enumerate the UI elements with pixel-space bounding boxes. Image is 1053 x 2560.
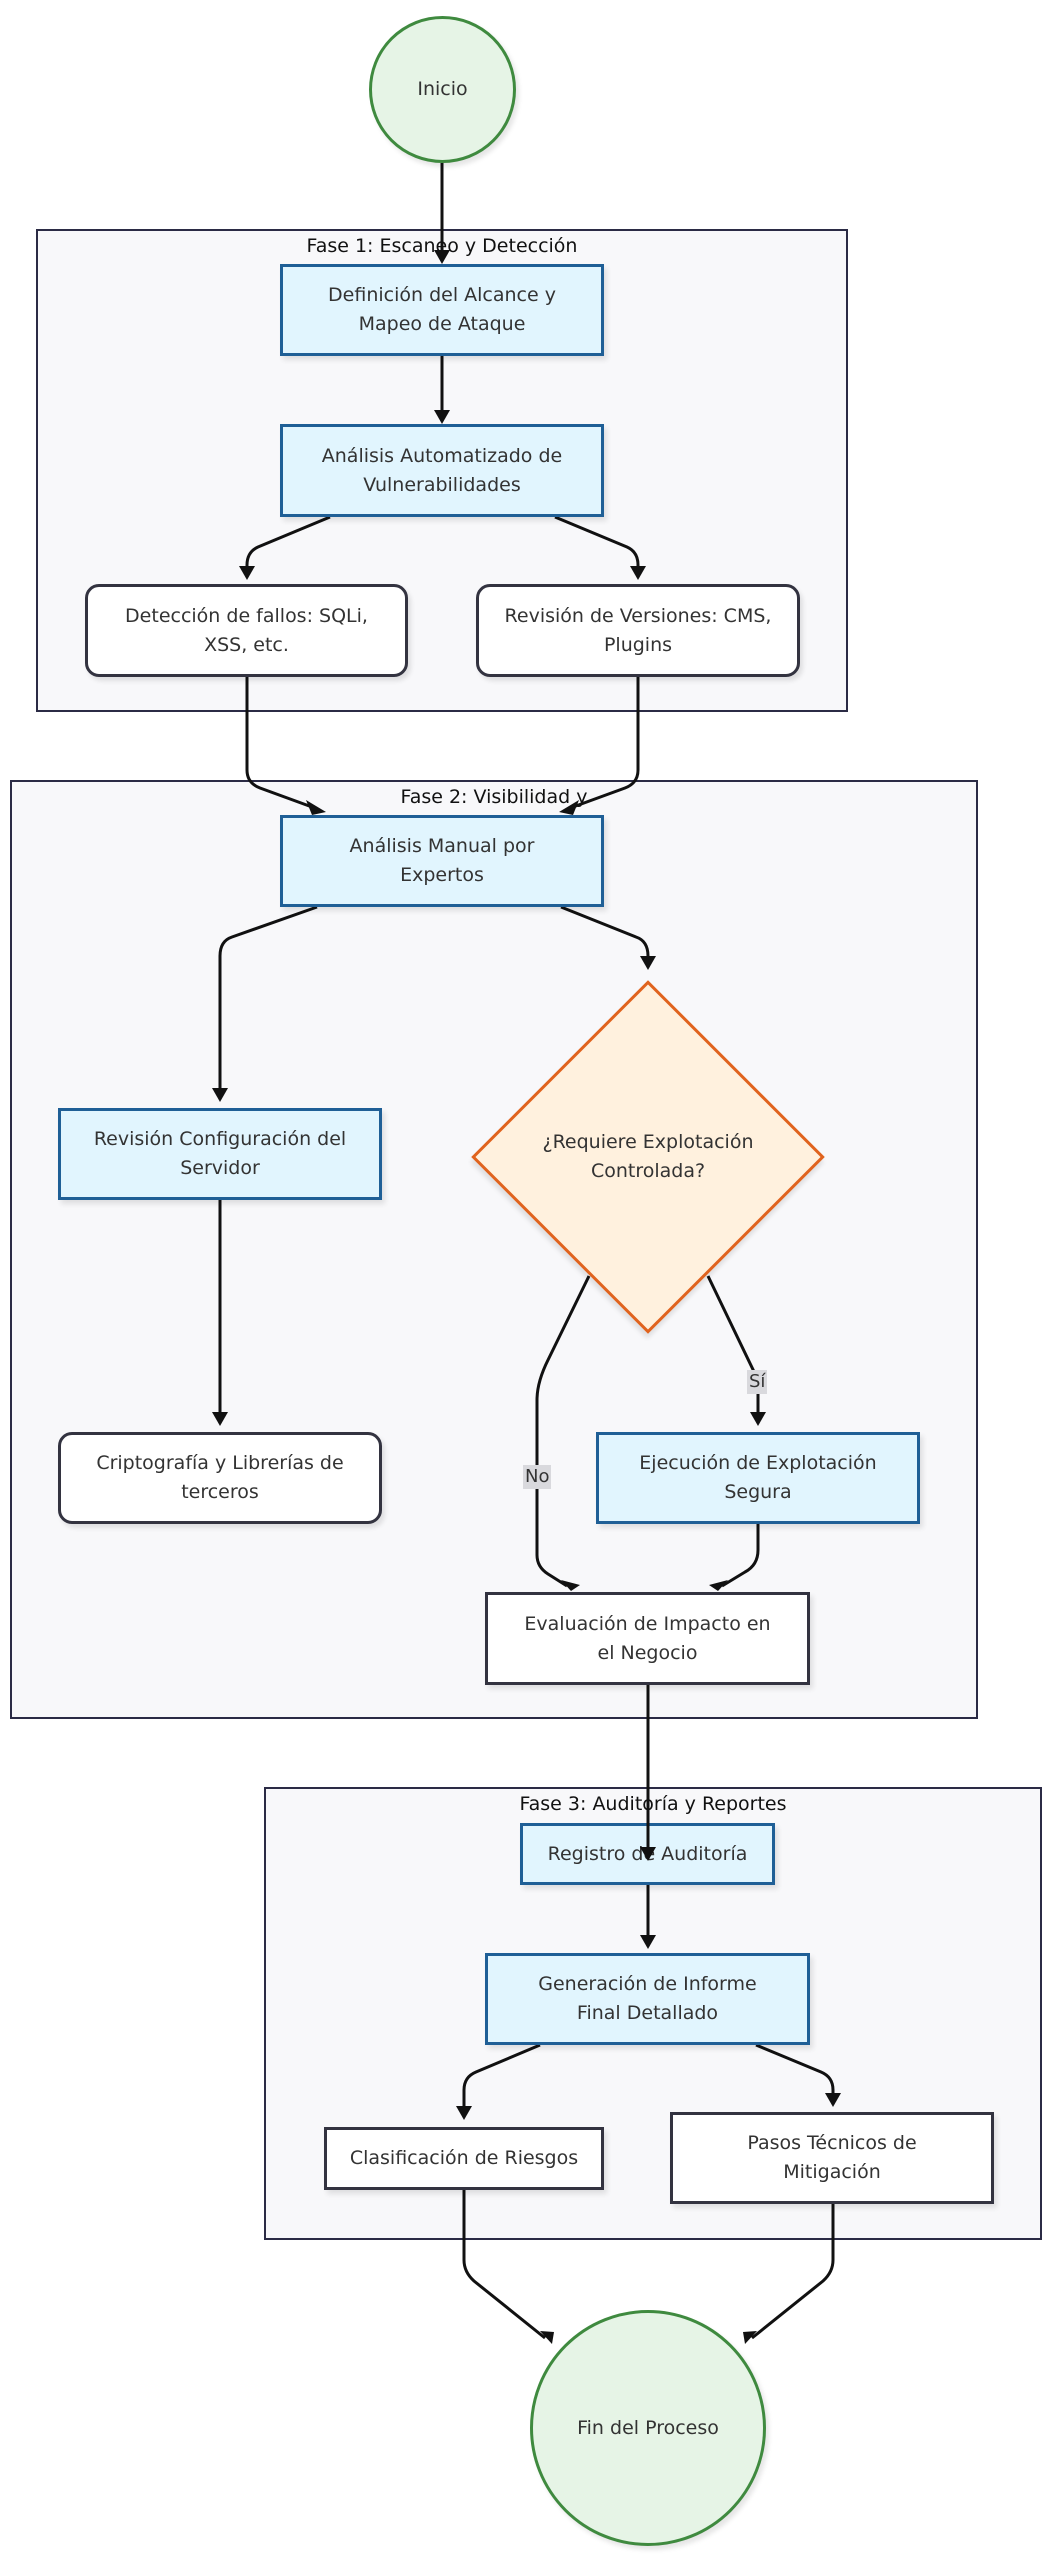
node-cryptography: Criptografía y Librerías de terceros	[58, 1432, 382, 1524]
phase-2-container: Fase 2: Visibilidad y	[10, 780, 978, 1719]
edge-label-no: No	[523, 1465, 552, 1489]
node-safe-exploitation: Ejecución de Explotación Segura	[596, 1432, 920, 1524]
arrowhead	[306, 800, 326, 815]
edge-informe-pasos	[755, 2043, 835, 2093]
node-mitigation-steps: Pasos Técnicos de Mitigación	[670, 2112, 994, 2204]
node-label-line: Segura	[724, 1481, 792, 1503]
node-version-review: Revisión de Versiones: CMS, Plugins	[476, 584, 800, 677]
node-label-line: el Negocio	[597, 1641, 698, 1664]
node-label-line: Final Detallado	[576, 2002, 719, 2024]
decision-node-text: ¿Requiere Explotación Controlada?	[498, 1107, 798, 1207]
edge-fallos-manual	[245, 677, 313, 809]
node-label-line: Controlada?	[590, 1160, 706, 1182]
edge-automatizado-versiones	[554, 515, 640, 566]
node-label-line: Criptografía y Librerías de	[96, 1452, 344, 1474]
arrowhead	[640, 956, 656, 970]
node-label-line: XSS, etc.	[204, 633, 289, 656]
node-flaw-detection: Detección de fallos: SQLi, XSS, etc.	[85, 584, 408, 677]
arrowhead	[212, 1088, 228, 1102]
edge-riesgos-fin	[462, 2190, 546, 2340]
arrowhead	[561, 1580, 580, 1591]
arrowhead	[630, 566, 646, 580]
arrowhead	[456, 2106, 472, 2120]
end-node-label: Fin del Proceso	[577, 2416, 719, 2439]
edge-manual-decision	[560, 905, 650, 957]
arrowhead	[709, 1580, 728, 1591]
node-label-line: Servidor	[180, 1157, 260, 1179]
node-label-line: Análisis Manual por	[349, 835, 535, 857]
node-scope-definition: Definición del Alcance y Mapeo de Ataque	[280, 264, 604, 356]
start-node-label: Inicio	[417, 78, 468, 100]
arrowhead	[743, 2331, 757, 2344]
arrowhead	[239, 566, 255, 580]
node-label-line: Evaluación de Impacto en	[524, 1612, 771, 1635]
node-label-line: Revisión de Versiones: CMS,	[504, 604, 772, 627]
node-label-line: Definición del Alcance y	[328, 284, 556, 306]
edge-informe-riesgos	[462, 2043, 541, 2106]
edge-manual-configuracion	[218, 905, 318, 1088]
arrowhead	[750, 1412, 766, 1426]
node-risk-classification: Clasificación de Riesgos	[324, 2127, 604, 2190]
arrowhead	[825, 2093, 841, 2107]
node-final-report: Generación de Informe Final Detallado	[485, 1953, 810, 2045]
edge-explotacion-impacto	[721, 1524, 760, 1588]
node-label-line: Análisis Automatizado de	[321, 444, 563, 467]
node-label-line: terceros	[181, 1481, 259, 1503]
node-label-line: ¿Requiere Explotación	[542, 1131, 754, 1153]
node-business-impact: Evaluación de Impacto en el Negocio	[485, 1592, 810, 1685]
node-label-line: Generación de Informe	[538, 1973, 757, 1995]
edge-versiones-manual	[572, 677, 640, 809]
node-label-line: Vulnerabilidades	[363, 473, 521, 496]
end-node: Fin del Proceso	[530, 2310, 766, 2546]
arrowhead	[640, 1935, 656, 1949]
edge-automatizado-fallos	[245, 515, 331, 566]
edge-label-yes: Sí	[747, 1370, 768, 1394]
node-label-line: Expertos	[400, 864, 484, 886]
edge-pasos-fin	[751, 2204, 835, 2340]
arrowhead	[434, 250, 450, 264]
node-label-line: Mitigación	[783, 2161, 881, 2183]
start-node: Inicio	[369, 16, 516, 163]
phase-2-title: Fase 2: Visibilidad y	[400, 786, 588, 808]
node-label-line: Mapeo de Ataque	[358, 313, 526, 335]
arrowhead	[212, 1412, 228, 1426]
arrowhead	[434, 410, 450, 424]
node-label-line: Clasificación de Riesgos	[349, 2147, 579, 2169]
phase-3-title: Fase 3: Auditoría y Reportes	[519, 1793, 787, 1815]
arrowhead	[640, 1847, 656, 1861]
node-automated-analysis: Análisis Automatizado de Vulnerabilidade…	[280, 424, 604, 517]
node-manual-analysis: Análisis Manual por Expertos	[280, 815, 604, 907]
node-label-line: Ejecución de Explotación	[639, 1452, 877, 1474]
node-server-configuration: Revisión Configuración del Servidor	[58, 1108, 382, 1200]
arrowhead	[559, 800, 579, 815]
arrowhead	[540, 2331, 554, 2344]
node-label-line: Plugins	[603, 633, 673, 656]
node-label-line: Pasos Técnicos de	[747, 2132, 917, 2154]
node-label-line: Revisión Configuración del	[93, 1128, 347, 1150]
node-label-line: Detección de fallos: SQLi,	[125, 604, 368, 627]
